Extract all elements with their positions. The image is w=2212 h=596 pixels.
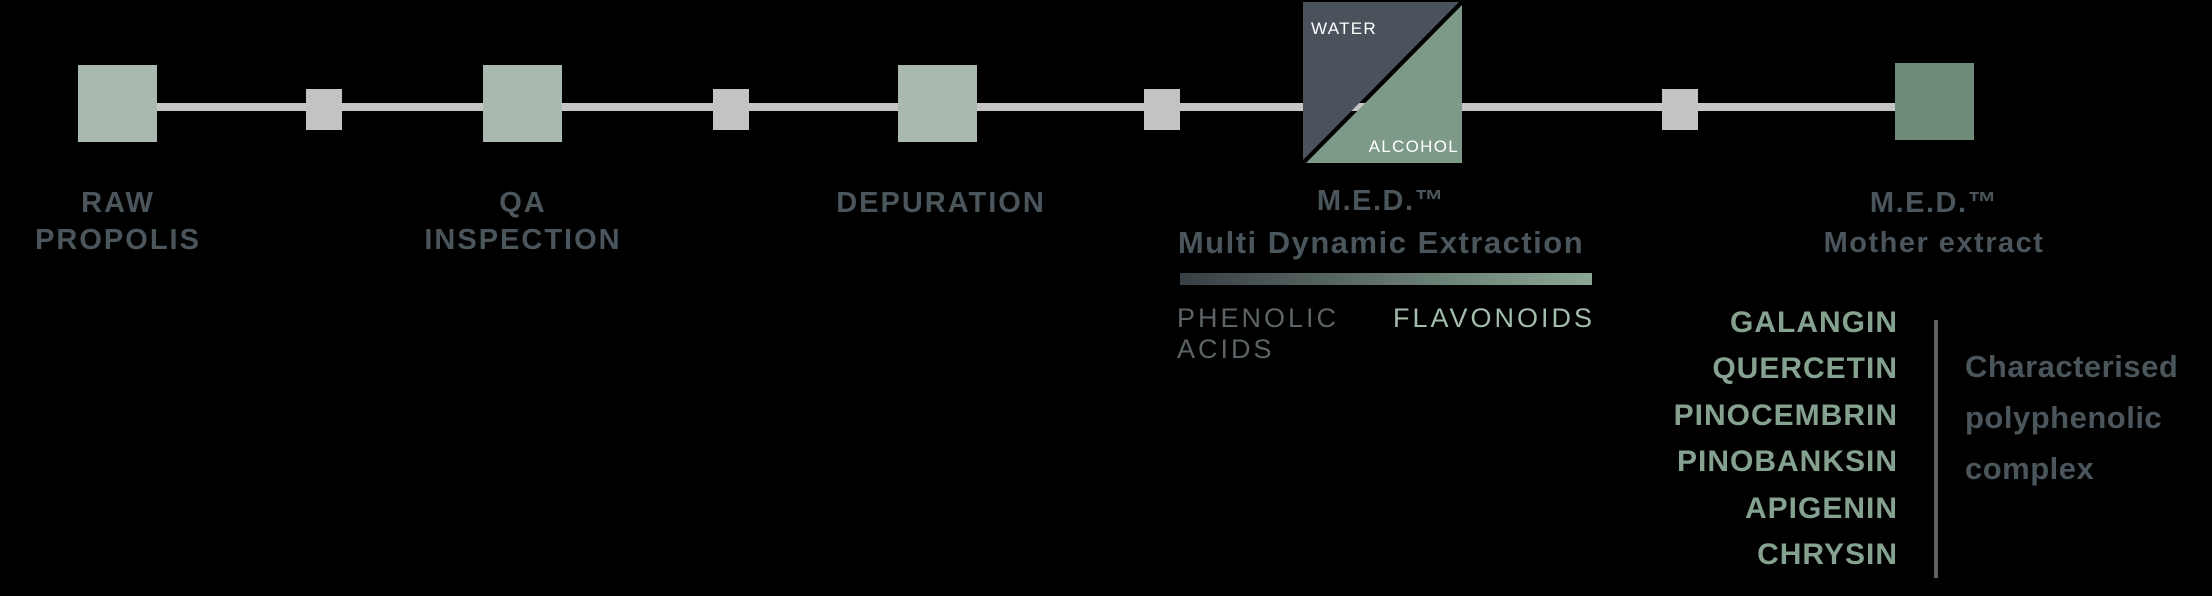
label-mother-extract: M.E.D.™ Mother extract — [1824, 183, 2045, 263]
label-depuration: DEPURATION — [836, 185, 1046, 222]
water-alcohol-split-square: WATER ALCOHOL — [1303, 2, 1462, 163]
water-triangle — [1303, 2, 1459, 160]
label-qa-line2: INSPECTION — [424, 224, 622, 256]
compound-apigenin: APIGENIN — [1744, 491, 1898, 525]
label-raw-propolis: RAW PROPOLIS — [35, 185, 201, 259]
label-depuration-line1: DEPURATION — [836, 187, 1046, 219]
compound-galangin: GALANGIN — [1730, 306, 1898, 339]
node-raw-propolis — [78, 65, 157, 142]
label-qa-inspection: QA INSPECTION — [424, 185, 621, 259]
label-qa-line1: QA — [499, 187, 547, 219]
compound-list: GALANGIN QUERCETIN PINOCEMBRIN PINOBANKS… — [1674, 300, 1898, 578]
compound-pinobanksin: PINOBANKSIN — [1676, 445, 1898, 479]
note-line1: Characterised — [1965, 349, 2179, 384]
node-depuration — [898, 65, 977, 142]
phenolic-acids-label: PHENOLIC ACIDS — [1177, 303, 1339, 365]
alcohol-triangle — [1306, 5, 1462, 163]
compound-pinocembrin: PINOCEMBRIN — [1673, 398, 1898, 432]
phenolic-flavonoid-gradient-bar — [1180, 273, 1592, 285]
flavonoids-label: FLAVONOIDS — [1393, 303, 1596, 333]
phenolic-line1: PHENOLIC — [1177, 303, 1340, 333]
water-label: WATER — [1311, 19, 1377, 38]
node-qa-inspection — [483, 65, 562, 142]
polyphenolic-complex-note: Characterised polyphenolic complex — [1965, 341, 2178, 494]
label-med-line2: Multi Dynamic Extraction — [1177, 225, 1585, 260]
compound-chrysin: CHRYSIN — [1757, 538, 1898, 572]
connector-square-4 — [1662, 89, 1698, 130]
phenolic-line2: ACIDS — [1177, 334, 1275, 364]
connector-square-2 — [713, 89, 749, 130]
note-line2: polyphenolic — [1965, 400, 2163, 435]
node-mother-extract — [1895, 63, 1974, 140]
connector-square-1 — [306, 89, 342, 130]
label-mother-line1: M.E.D.™ — [1869, 187, 1999, 219]
compound-note-divider — [1934, 320, 1938, 578]
label-mother-line2: Mother extract — [1823, 227, 2045, 259]
label-med-line1: M.E.D.™ — [1316, 185, 1446, 217]
connector-square-3 — [1144, 89, 1180, 130]
label-raw-line2: PROPOLIS — [35, 224, 201, 256]
label-raw-line1: RAW — [81, 187, 155, 219]
compound-quercetin: QUERCETIN — [1712, 352, 1898, 386]
timeline-line — [157, 103, 1895, 111]
split-square-triangles — [1303, 2, 1462, 163]
note-line3: complex — [1965, 451, 2095, 486]
label-med-extraction: M.E.D.™ Multi Dynamic Extraction — [1178, 181, 1584, 264]
alcohol-label: ALCOHOL — [1368, 137, 1459, 156]
